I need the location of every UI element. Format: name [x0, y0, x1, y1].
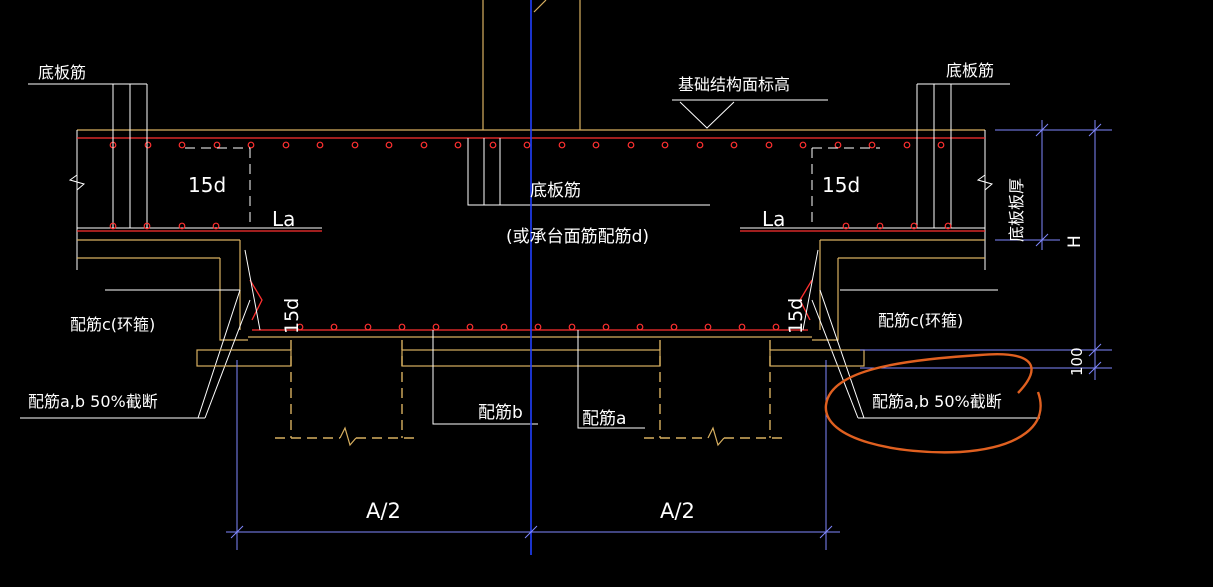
label-rebar-b: 配筋b	[478, 403, 523, 423]
rebar-dot	[636, 323, 644, 331]
rebar-dot	[592, 141, 600, 149]
label-rebar-c-left: 配筋c(环箍)	[70, 315, 155, 334]
rebar-dot	[178, 222, 186, 230]
label-dim-100: 100	[1068, 347, 1086, 376]
leader-rebar-a	[577, 330, 645, 429]
rebar-dot	[500, 323, 508, 331]
rebar-dot	[178, 141, 186, 149]
top-rebar-dots	[109, 141, 945, 149]
rebar-dot	[282, 141, 290, 149]
rebar-dot	[627, 141, 635, 149]
rebar-dot	[143, 222, 151, 230]
rebar-dot	[696, 141, 704, 149]
rebar-dot	[568, 323, 576, 331]
rebar-dot	[730, 141, 738, 149]
label-la-left: La	[272, 207, 295, 231]
label-top-elevation: 基础结构面标高	[678, 75, 790, 94]
rebar-dot	[351, 141, 359, 149]
label-a-half-right: A/2	[660, 499, 695, 523]
rebar-dot	[364, 323, 372, 331]
rebar-dot	[523, 141, 531, 149]
rebar-dot	[432, 323, 440, 331]
rebar-dot	[799, 141, 807, 149]
label-rebar-a: 配筋a	[582, 409, 626, 429]
label-15d-vert-left: 15d	[281, 298, 303, 334]
mid-rebar-dots	[109, 222, 952, 230]
rebar-dot	[834, 141, 842, 149]
label-15d-left: 15d	[188, 173, 226, 197]
hook-15d-right	[811, 147, 880, 228]
rebar-dot	[144, 141, 152, 149]
rebar-dot	[842, 222, 850, 230]
dimension-right-vertical	[860, 120, 1112, 380]
rebar-dot	[670, 323, 678, 331]
rebar-dot	[489, 141, 497, 149]
elevation-mark	[672, 99, 828, 129]
label-rebar-ab-left: 配筋a,b 50%截断	[28, 392, 158, 411]
rebar-dot	[466, 323, 474, 331]
label-center-bar: 底板筋	[530, 181, 581, 201]
rebar-dot	[109, 222, 117, 230]
rebar-dot	[602, 323, 610, 331]
label-slab-thickness: 底板板厚	[1007, 178, 1026, 242]
rebar-dot	[903, 141, 911, 149]
rebar-dot	[661, 141, 669, 149]
hook-15d-left	[185, 147, 251, 228]
label-15d-right: 15d	[822, 173, 860, 197]
rebar-dot	[868, 141, 876, 149]
rebar-dot	[534, 323, 542, 331]
rebar-dot	[454, 141, 462, 149]
rebar-dot	[330, 323, 338, 331]
rebar-dot	[398, 323, 406, 331]
rebar-dot	[765, 141, 773, 149]
label-15d-vert-right: 15d	[785, 298, 807, 334]
label-rebar-ab-right: 配筋a,b 50%截断	[872, 392, 1002, 411]
slab-step-lines	[77, 227, 985, 259]
label-bottom-bar-tr: 底板筋	[946, 61, 994, 80]
label-la-right: La	[762, 207, 785, 231]
pit-rebar-dots	[296, 323, 780, 331]
rebar-dot	[212, 222, 220, 230]
rebar-dot	[937, 141, 945, 149]
center-bar-leader	[467, 138, 710, 206]
column-outline	[482, 0, 581, 130]
label-rebar-c-right: 配筋c(环箍)	[878, 311, 963, 330]
label-a-half-left: A/2	[366, 499, 401, 523]
pit-walls	[219, 240, 839, 341]
rebar-dot	[944, 222, 952, 230]
rebar-dot	[296, 323, 304, 331]
piles	[275, 340, 786, 447]
label-dim-h: H	[1065, 235, 1085, 248]
ring-stirrup-right	[799, 249, 1040, 419]
label-center-note: (或承台面筋配筋d)	[506, 227, 649, 247]
annotation-circle	[824, 353, 1042, 454]
rebar-dot	[876, 222, 884, 230]
rebar-dot	[247, 141, 255, 149]
rebar-dot	[420, 141, 428, 149]
leader-rebar-b	[432, 330, 538, 425]
rebar-dot	[316, 141, 324, 149]
rebar-dot	[772, 323, 780, 331]
right-vertical-bars	[916, 83, 1010, 228]
rebar-dot	[910, 222, 918, 230]
rebar-dot	[213, 141, 221, 149]
rebar-dot	[704, 323, 712, 331]
rebar-dot	[385, 141, 393, 149]
dimension-a-half	[226, 360, 840, 550]
left-vertical-bars	[28, 83, 148, 228]
rebar-dot	[738, 323, 746, 331]
label-bottom-bar-tl: 底板筋	[38, 63, 86, 82]
ring-stirrup-left	[20, 249, 263, 419]
rebar-dot	[558, 141, 566, 149]
